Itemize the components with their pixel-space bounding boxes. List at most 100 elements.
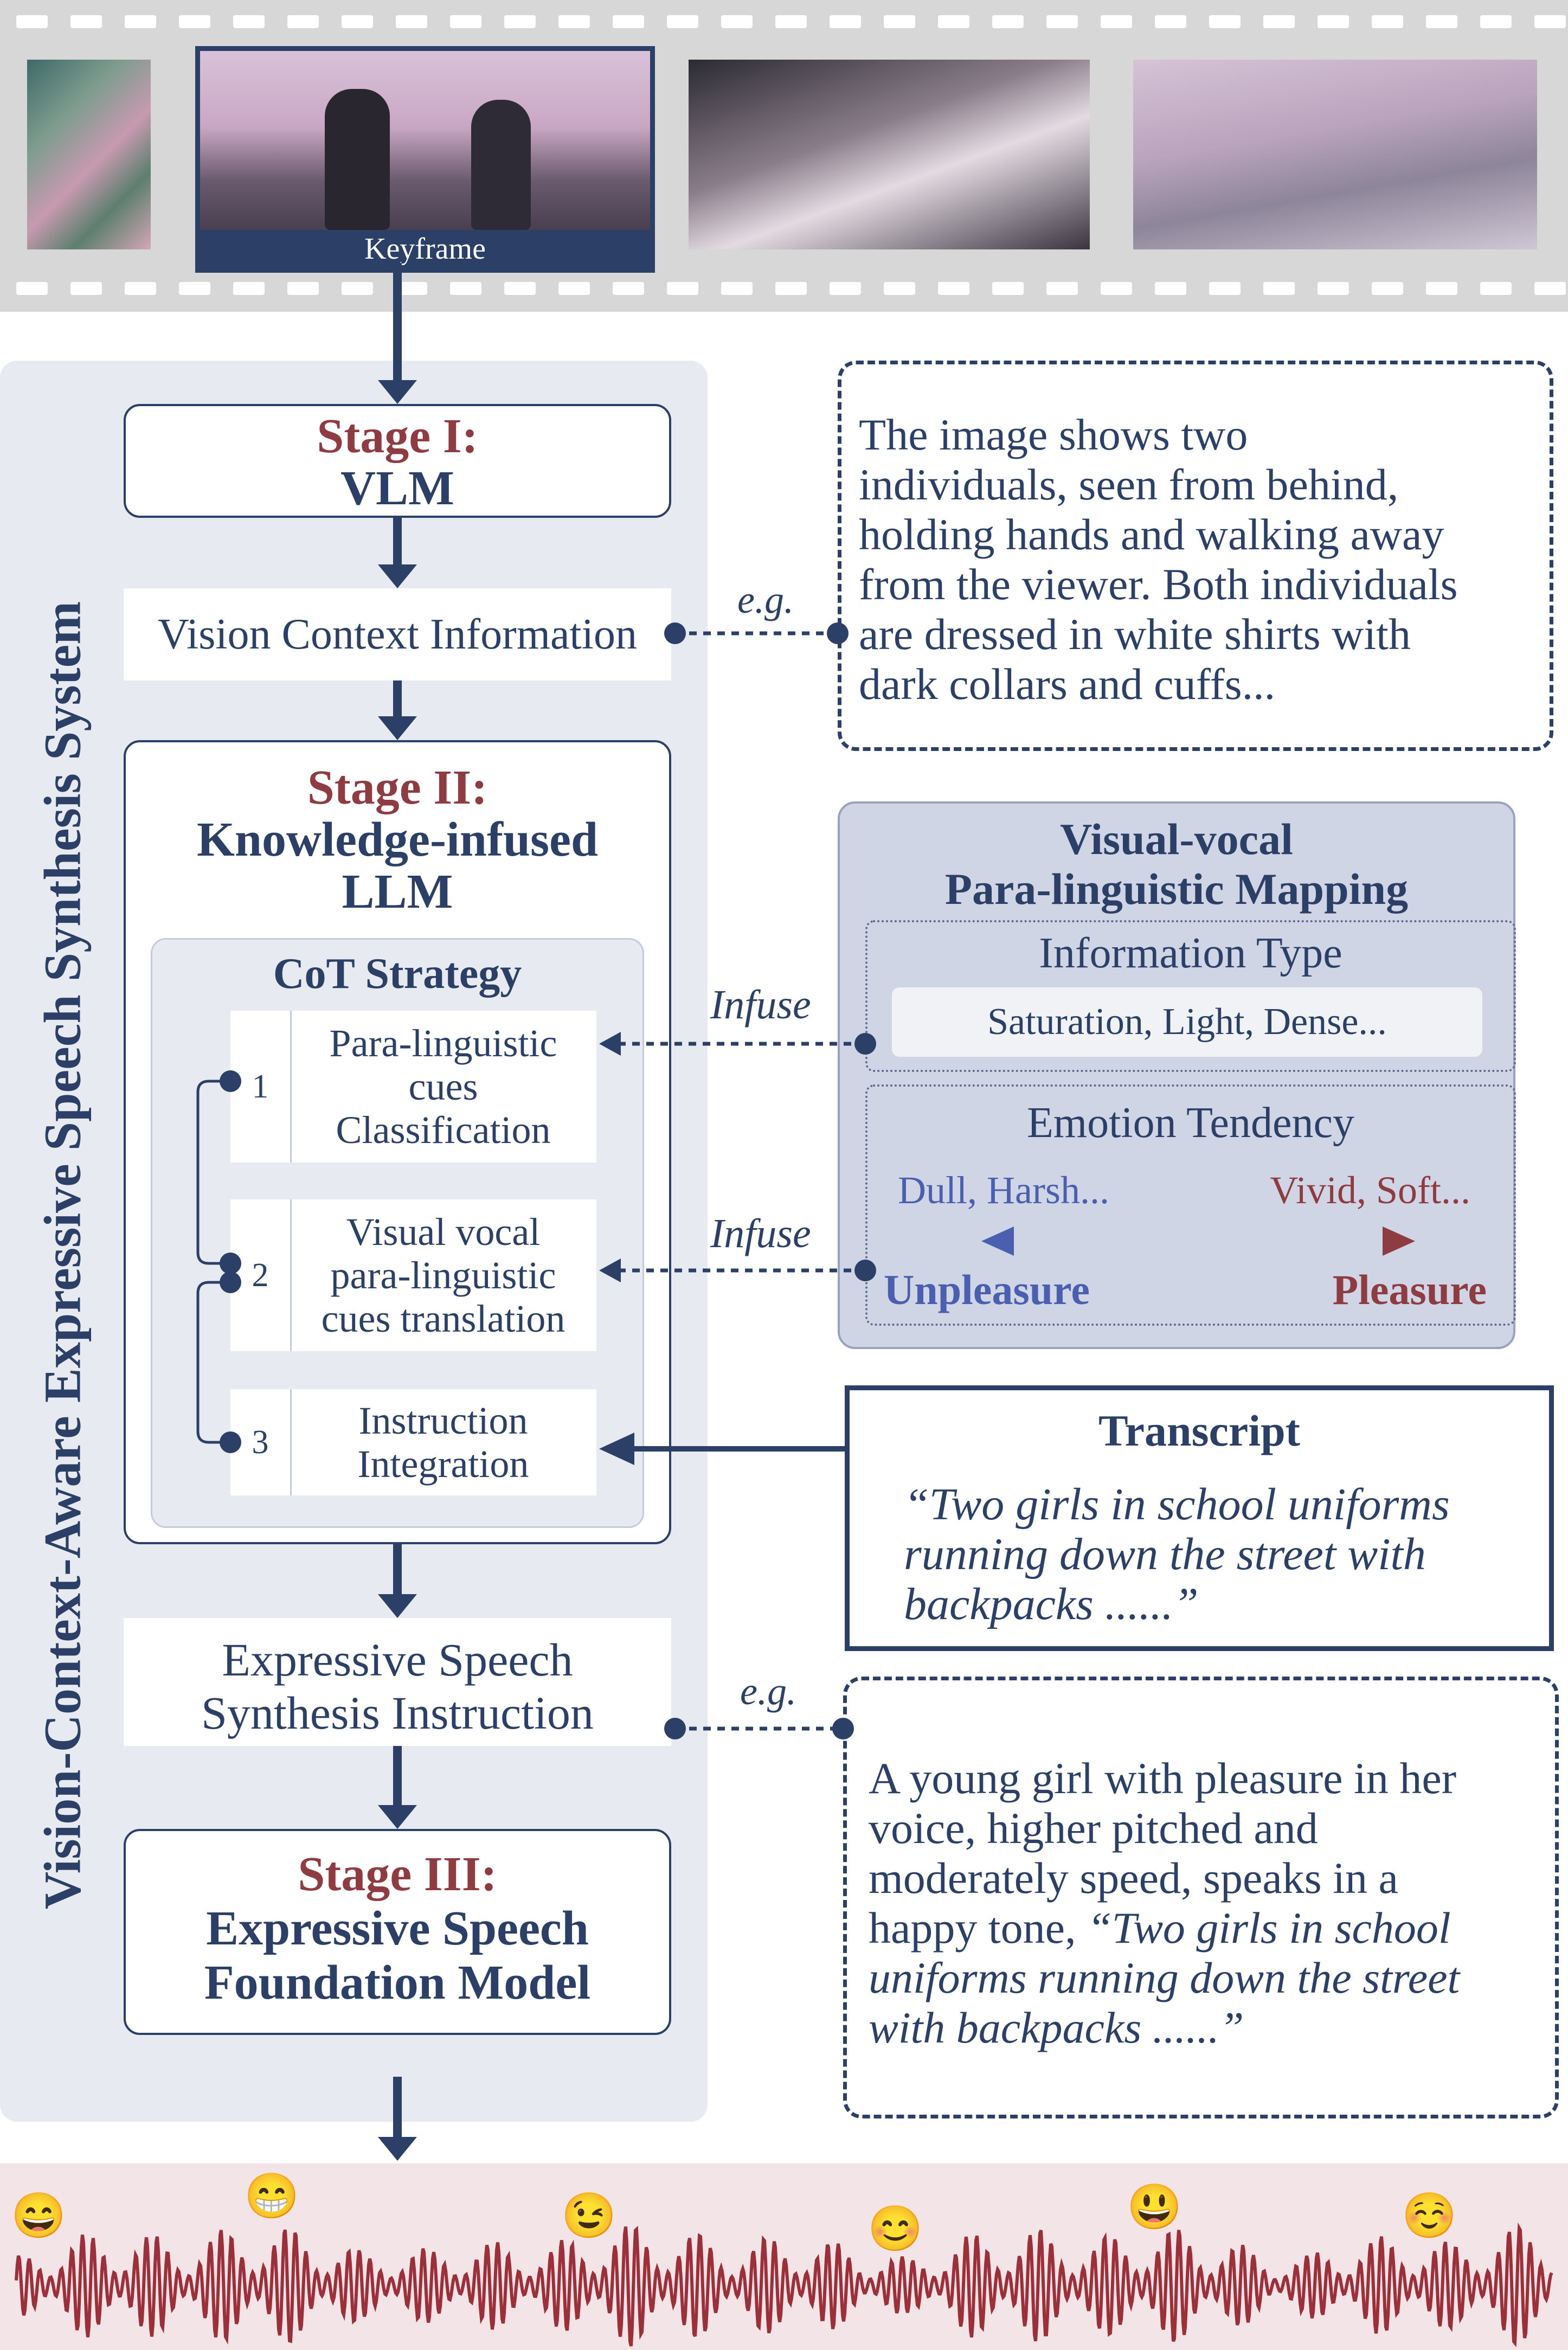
cot-step-2-number: 2 <box>230 1199 292 1351</box>
infuse-2-head <box>599 1259 621 1282</box>
instruction-example-line: moderately speed, speaks in a <box>869 1853 1398 1903</box>
film-perforation <box>721 15 753 28</box>
instruction-example-line: voice, higher pitched and <box>869 1803 1318 1853</box>
film-perforation <box>504 15 536 28</box>
vision-example-line: holding hands and walking away <box>859 510 1444 559</box>
film-perforation <box>125 15 156 28</box>
film-perforation <box>233 282 265 295</box>
cot-step-3-number: 3 <box>230 1389 292 1495</box>
stage3-name-line1: Expressive Speech <box>206 1902 589 1955</box>
film-perforation <box>342 282 373 295</box>
film-perforation <box>233 15 265 28</box>
film-perforation <box>179 282 210 295</box>
film-perforation <box>450 282 481 295</box>
film-perforation <box>1372 15 1403 28</box>
film-perforation <box>558 15 590 28</box>
waveform-line <box>15 2222 1553 2347</box>
emotion-left-examples: Dull, Harsh... <box>898 1168 1109 1212</box>
film-perforation <box>1263 282 1295 295</box>
film-perforation <box>884 15 915 28</box>
emoji-wink-icon: 😉 <box>561 2191 617 2240</box>
film-perforation <box>667 15 698 28</box>
film-perforation <box>1372 282 1403 295</box>
emoji-grinning-icon: 😃 <box>1127 2182 1183 2232</box>
mapping-title-line2: Para-linguistic Mapping <box>944 864 1409 914</box>
film-perforation <box>1209 15 1241 28</box>
bracket-2-3-dot <box>220 1272 241 1293</box>
emotion-right-label: Pleasure <box>1332 1266 1487 1313</box>
film-perforation <box>613 15 644 28</box>
transcript-box: Transcript “Two girls in school uniforms… <box>845 1385 1554 1651</box>
transcript-title: Transcript <box>1098 1406 1300 1455</box>
keyframe-frame[interactable]: Keyframe <box>195 46 655 273</box>
film-perforation <box>179 15 210 28</box>
film-perforation <box>667 282 698 295</box>
eg-label-2: e.g. <box>740 1670 796 1713</box>
bracket-2-3 <box>196 1281 230 1444</box>
film-perforation <box>992 15 1024 28</box>
film-perforation <box>450 15 481 28</box>
film-perforation <box>16 15 48 28</box>
film-perforation <box>1318 282 1349 295</box>
arrow-stage1-to-context-head <box>378 564 417 588</box>
vision-example-line: dark collars and cuffs... <box>859 659 1276 709</box>
film-perforation <box>775 282 807 295</box>
film-perforation <box>1534 15 1566 28</box>
speech-waveform <box>15 2222 1553 2347</box>
info-type-value: Saturation, Light, Dense... <box>987 1001 1387 1043</box>
vision-context-label: Vision Context Information <box>158 611 637 658</box>
eg-label-1: e.g. <box>737 578 794 621</box>
arrow-stage3-to-speech-head <box>378 2137 417 2161</box>
film-perforation <box>504 282 536 295</box>
stage3-name-line2: Foundation Model <box>204 1956 591 2009</box>
link-dot <box>854 1033 876 1055</box>
film-perforation <box>342 15 373 28</box>
mapping-panel: Visual-vocal Para-linguistic Mapping <box>838 801 1515 1349</box>
film-perforation <box>1155 15 1186 28</box>
vision-example-line: The image shows two <box>859 410 1248 459</box>
instruction-box: Expressive Speech Synthesis Instruction <box>124 1618 671 1746</box>
stage3-label: Stage III: <box>298 1847 497 1901</box>
film-perforation <box>1101 15 1132 28</box>
film-perforation <box>70 282 102 295</box>
film-perforation <box>1480 282 1512 295</box>
emoji-grin-icon: 😄 <box>11 2191 67 2240</box>
film-perforation <box>287 15 319 28</box>
film-frame-4 <box>1133 60 1537 249</box>
vision-example-line: individuals, seen from behind, <box>859 460 1399 509</box>
cot-step-1-number: 1 <box>230 1011 292 1163</box>
stage1-label: Stage I: <box>317 409 478 463</box>
film-perforation <box>70 15 102 28</box>
emotion-tendency-title: Emotion Tendency <box>1027 1099 1354 1147</box>
mapping-title-line1: Visual-vocal <box>1060 814 1293 864</box>
bracket-1-2-dot <box>220 1253 241 1274</box>
emoji-relaxed-icon: ☺️ <box>1402 2191 1457 2240</box>
transcript-text: “Two girls in school uniforms running do… <box>904 1479 1450 1629</box>
emotion-right-examples: Vivid, Soft... <box>1270 1168 1470 1212</box>
film-perforation <box>1046 282 1078 295</box>
stage2-name-line2: LLM <box>342 865 453 919</box>
film-perforation <box>1263 15 1295 28</box>
film-perforation <box>125 282 156 295</box>
film-strip: Keyframe <box>0 0 1568 312</box>
bracket-2-3-dot <box>220 1431 241 1453</box>
film-perforation <box>721 282 753 295</box>
info-type-box: Information Type Saturation, Light, Dens… <box>865 920 1516 1072</box>
film-perforation <box>884 282 915 295</box>
stage2-name-line1: Knowledge-infused <box>196 813 599 866</box>
arrow-instruction-to-stage3-head <box>378 1805 417 1829</box>
infuse-label-1: Infuse <box>710 982 811 1028</box>
instruction-example-line: happy tone, “Two girls in school <box>869 1903 1451 1953</box>
cot-title: CoT Strategy <box>273 950 522 998</box>
film-perforation <box>992 282 1024 295</box>
keyframe-label: Keyframe <box>200 230 650 268</box>
film-perforation <box>830 282 861 295</box>
link-dot <box>664 1718 686 1739</box>
stage1-name: VLM <box>340 461 454 515</box>
keyframe-figures <box>325 89 390 230</box>
instruction-example-line: uniforms running down the street <box>869 1953 1460 2002</box>
